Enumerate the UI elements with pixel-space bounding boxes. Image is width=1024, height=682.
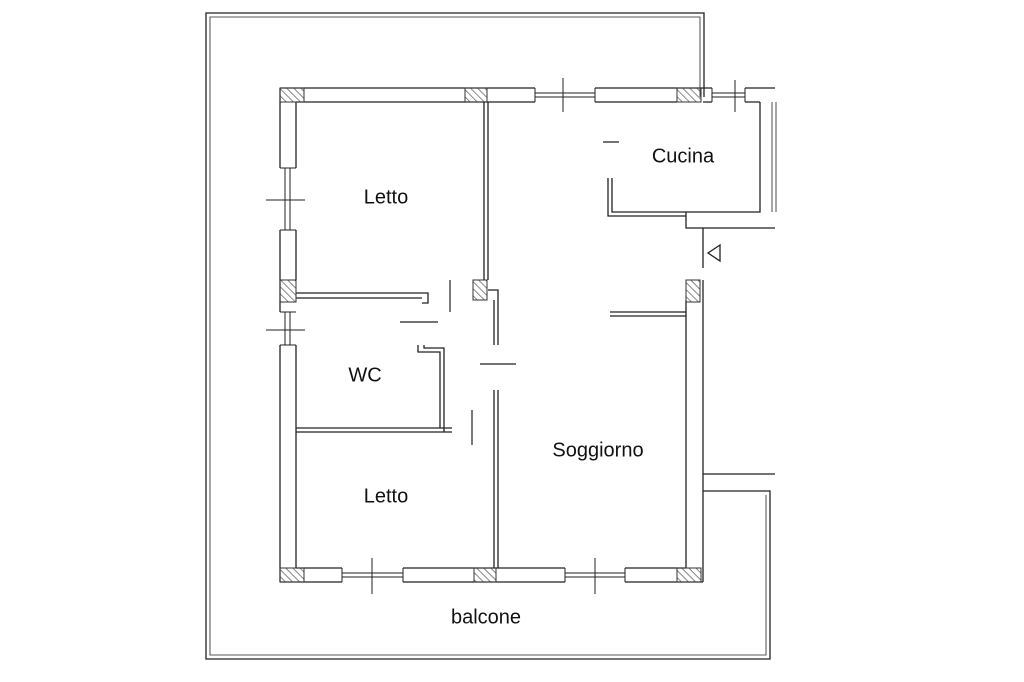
outer-walls [279, 87, 777, 583]
entrance-triangle-icon [706, 243, 721, 263]
balcony-outline [205, 12, 771, 660]
interior-walls [296, 102, 686, 568]
room-label-soggiorno: Soggiorno [552, 439, 644, 462]
door-marks [400, 141, 619, 445]
windows [266, 78, 746, 594]
room-label-letto-top: Letto [363, 186, 409, 209]
room-label-cucina: Cucina [651, 145, 715, 168]
room-label-wc: WC [348, 364, 382, 387]
columns [279, 87, 702, 583]
room-label-letto-bottom: Letto [363, 485, 409, 508]
room-label-balcone: balcone [450, 606, 522, 629]
